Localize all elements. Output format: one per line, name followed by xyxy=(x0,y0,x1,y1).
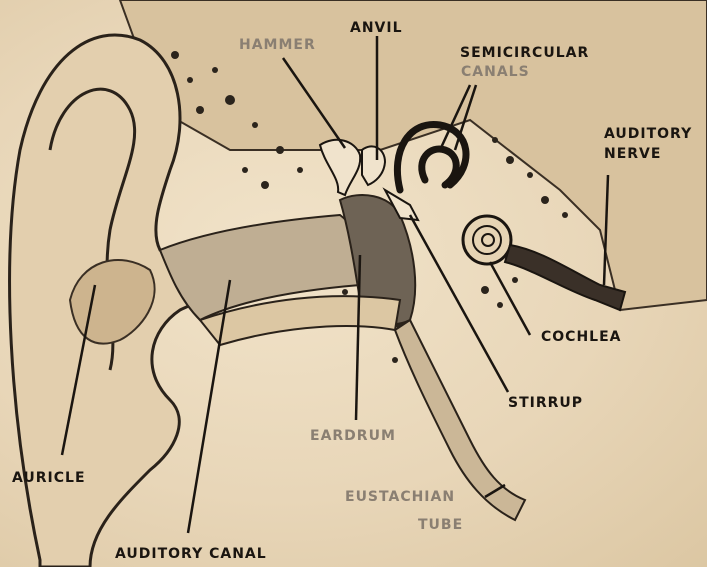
leader-cochlea xyxy=(490,262,530,335)
label-cochlea: COCHLEA xyxy=(541,329,622,345)
label-auditory-nerve-line1: AUDITORY xyxy=(604,126,692,142)
cochlea-shape xyxy=(463,216,511,264)
label-eustachian-line2: TUBE xyxy=(418,517,463,533)
hammer-shape xyxy=(320,140,360,195)
label-eardrum: EARDRUM xyxy=(310,428,396,444)
semicircular-canals-shape xyxy=(397,124,466,190)
label-hammer: HAMMER xyxy=(239,37,316,53)
label-stirrup: STIRRUP xyxy=(508,395,583,411)
label-semicircular-line2: CANALS xyxy=(461,64,530,80)
anvil-shape xyxy=(362,146,385,185)
label-auricle: AURICLE xyxy=(12,470,86,486)
label-auditory-nerve-line2: NERVE xyxy=(604,146,661,162)
label-eustachian-line1: EUSTACHIAN xyxy=(345,489,455,505)
label-semicircular-line1: SEMICIRCULAR xyxy=(460,45,589,61)
label-auditory-canal: AUDITORY CANAL xyxy=(115,546,267,562)
label-anvil: ANVIL xyxy=(350,20,403,36)
